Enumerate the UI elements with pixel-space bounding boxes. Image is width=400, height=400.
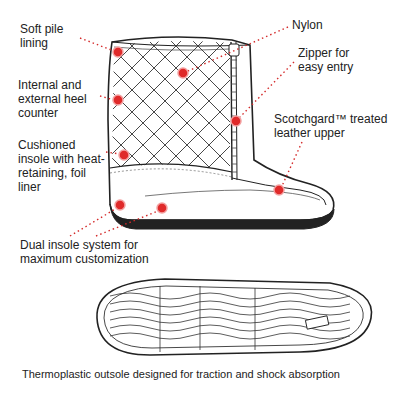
part-label: Zipper for easy entry — [298, 46, 378, 74]
part-label: Cushioned insole with heat-retaining, fo… — [18, 138, 108, 194]
part-label: Nylon — [292, 18, 352, 32]
part-label: Dual insole system for maximum customiza… — [20, 238, 190, 266]
part-label: Internal and external heel counter — [18, 78, 100, 120]
caption: Thermoplastic outsole designed for tract… — [22, 368, 340, 381]
part-label: Soft pile lining — [20, 22, 80, 50]
part-label: Scotchgard™ treated leather upper — [274, 112, 396, 140]
